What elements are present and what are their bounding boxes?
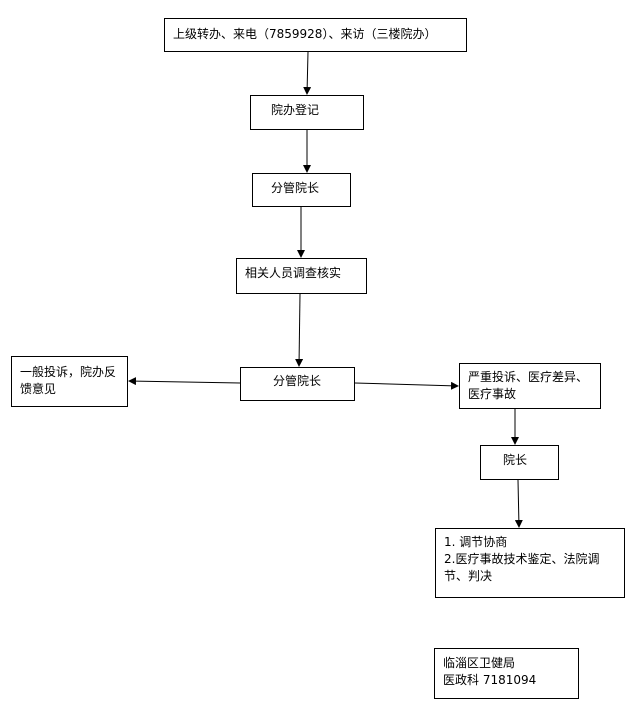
- contact-line-1: 临淄区卫健局: [443, 656, 516, 670]
- arrow-vp2-to-general: [128, 377, 241, 386]
- president-text: 院长: [503, 453, 528, 467]
- arrow-source-to-register: [303, 51, 312, 95]
- serious-complaint-box: 严重投诉、医疗差异、 医疗事故: [459, 363, 601, 409]
- arrow-president-to-resolution: [514, 479, 523, 528]
- contact-line-2: 医政科 7181094: [443, 673, 537, 687]
- resolution-line-3: 节、判决: [444, 569, 493, 583]
- general-complaint-box: 一般投诉，院办反 馈意见: [11, 356, 128, 407]
- register-text: 院办登记: [271, 103, 320, 117]
- president-box: 院长: [480, 445, 559, 480]
- arrow-verify-to-vp2: [295, 293, 304, 367]
- vice-president-box-1: 分管院长: [252, 173, 351, 207]
- resolution-box: 1. 调节协商 2.医疗事故技术鉴定、法院调 节、判决: [435, 528, 625, 598]
- serious-complaint-line-2: 医疗事故: [468, 387, 517, 401]
- contact-box: 临淄区卫健局 医政科 7181094: [434, 648, 579, 699]
- verify-text: 相关人员调查核实: [245, 266, 342, 280]
- general-complaint-line-1: 一般投诉，院办反: [20, 365, 117, 379]
- vice-president-box-2: 分管院长: [240, 367, 355, 401]
- verify-box: 相关人员调查核实: [236, 258, 367, 294]
- source-box: 上级转办、来电（7859928）、来访（三楼院办）: [164, 18, 467, 52]
- source-text: 上级转办、来电（7859928）、来访（三楼院办）: [173, 27, 437, 41]
- register-box: 院办登记: [250, 95, 364, 130]
- arrow-vp2-to-serious: [354, 381, 459, 390]
- resolution-line-2: 2.医疗事故技术鉴定、法院调: [444, 552, 600, 566]
- general-complaint-line-2: 馈意见: [20, 382, 57, 396]
- resolution-line-1: 1. 调节协商: [444, 535, 508, 549]
- vice-president-text-2: 分管院长: [273, 374, 322, 388]
- serious-complaint-line-1: 严重投诉、医疗差异、: [468, 370, 589, 384]
- vice-president-text-1: 分管院长: [271, 181, 320, 195]
